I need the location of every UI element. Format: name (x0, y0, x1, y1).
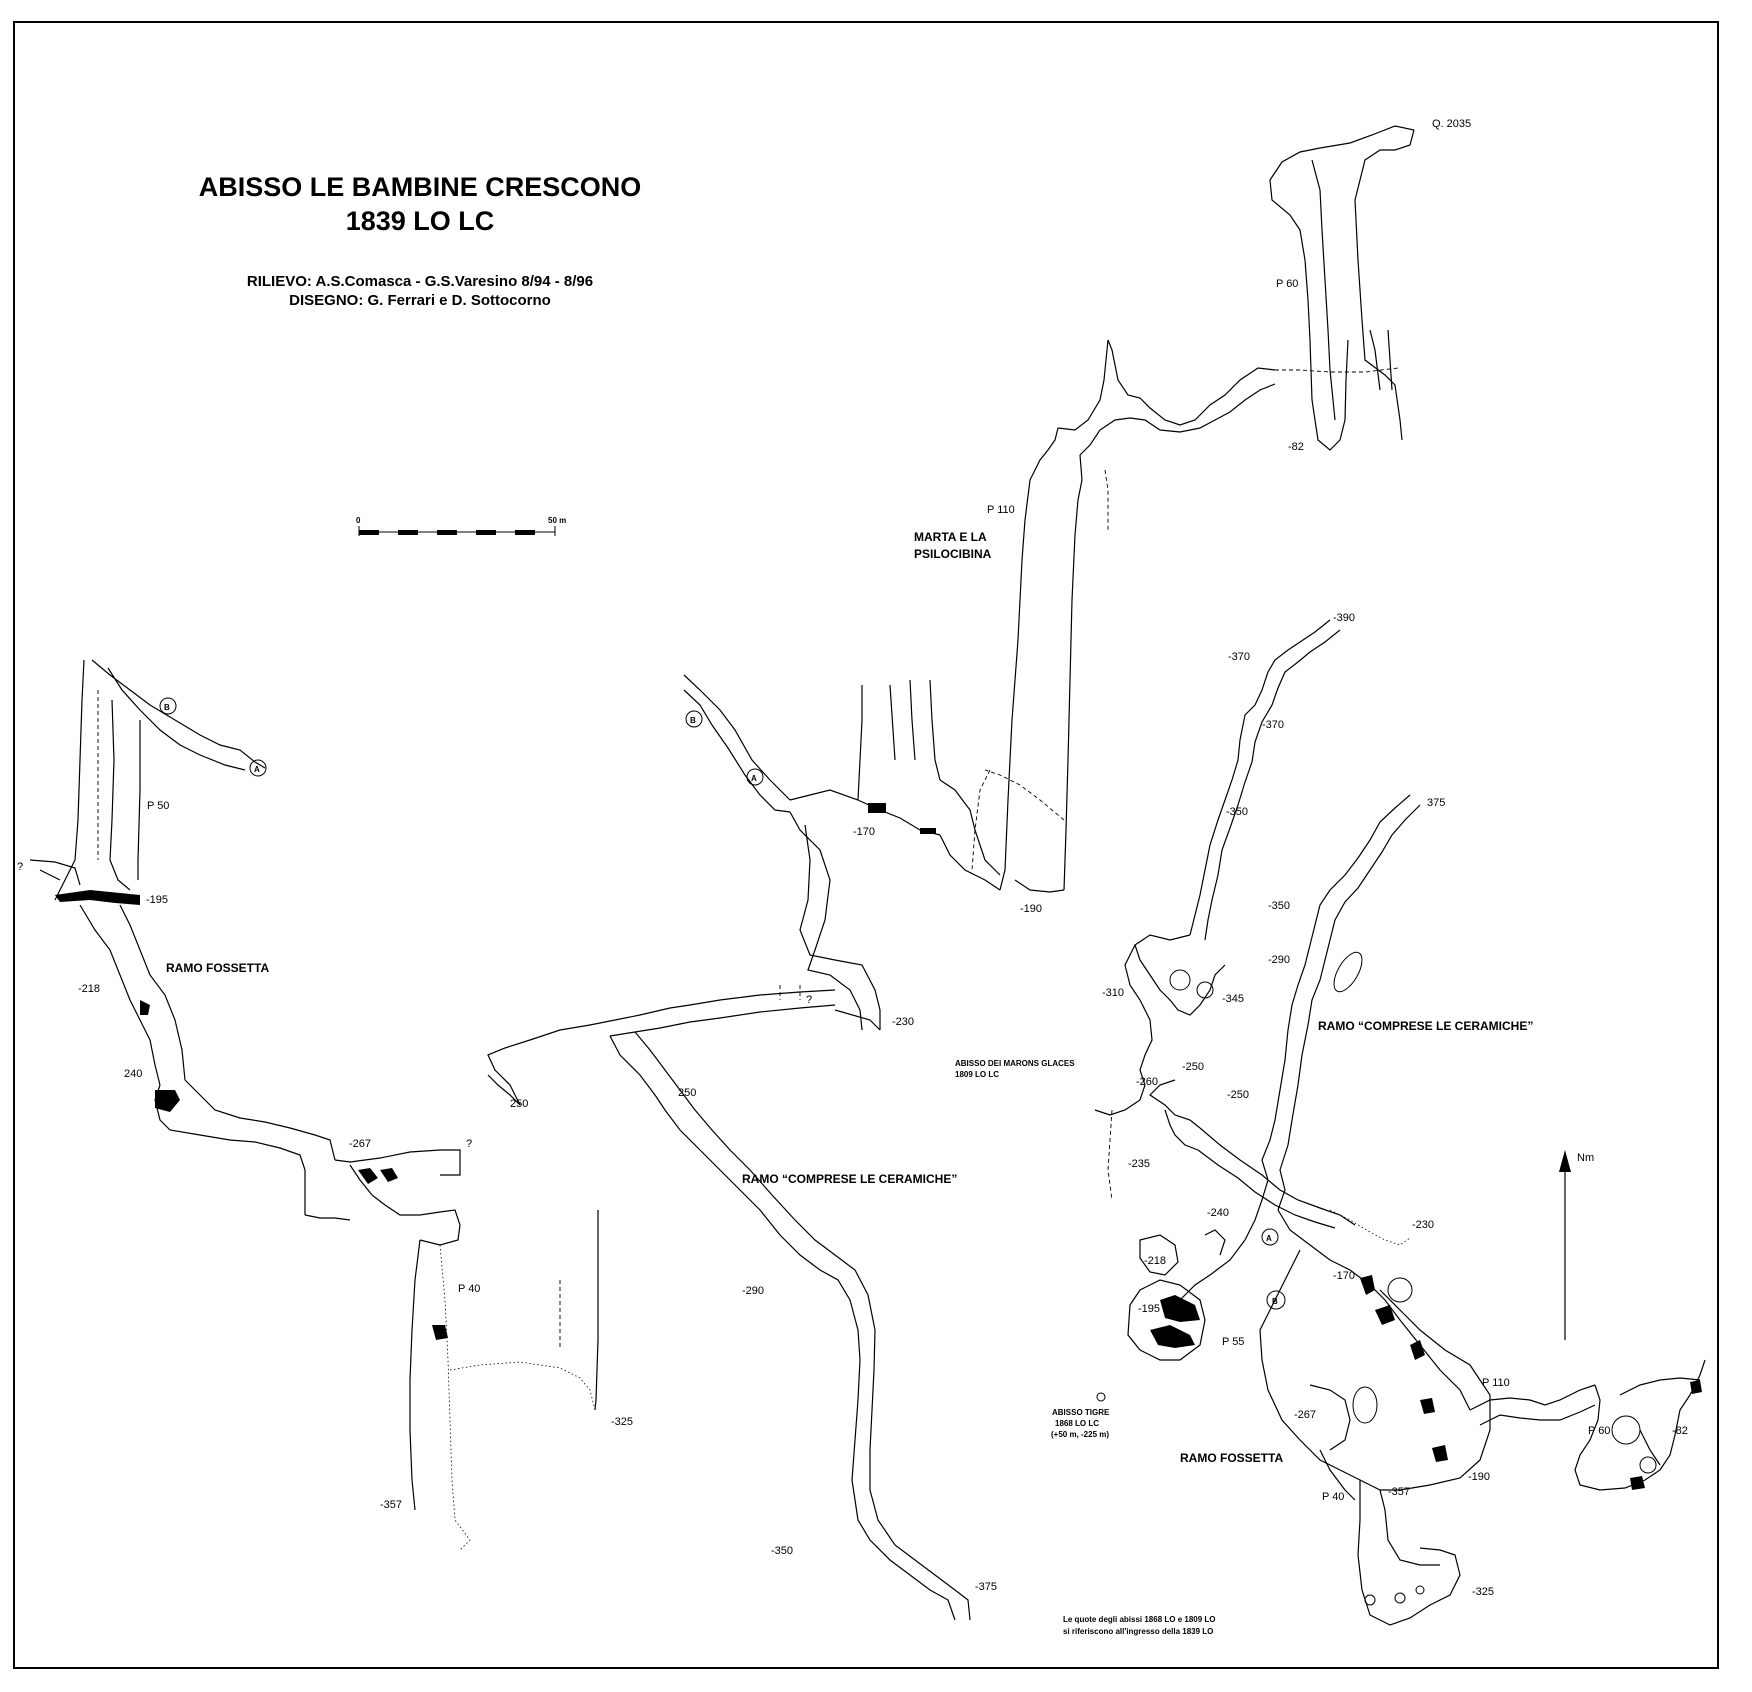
plan-depth-m370b: -370 (1262, 719, 1284, 731)
footnote-line2: si riferiscono all'ingresso della 1839 L… (1063, 1627, 1213, 1636)
plan-depth-m370a: -370 (1228, 651, 1250, 663)
scale-end-label: 50 m (548, 516, 566, 525)
plan-tigre-line1: ABISSO TIGRE (1052, 1408, 1110, 1417)
section-ramo-ceramiche: RAMO “COMPRESE LE CERAMICHE” (742, 1172, 957, 1186)
section-depth-250-left: 250 (510, 1098, 528, 1110)
plan-depth-m357: -357 (1388, 1486, 1410, 1498)
plan-depth-375: 375 (1427, 797, 1445, 809)
section-point-a-right: A (751, 774, 757, 783)
plan-depth-m345: -345 (1222, 993, 1244, 1005)
section-depth-m290: -290 (742, 1285, 764, 1297)
section-depth-m267: -267 (349, 1138, 371, 1150)
cave-name: ABISSO LE BAMBINE CRESCONO (198, 172, 642, 202)
plan-depth-m218: -218 (1144, 1255, 1166, 1267)
plan-marons-line1: ABISSO DEI MARONS GLACES (955, 1059, 1075, 1068)
plan-depth-m350a: -350 (1226, 806, 1248, 818)
plan-ramo-fossetta: RAMO FOSSETTA (1180, 1451, 1283, 1465)
section-depth-250-right: 250 (678, 1087, 696, 1099)
section-label-p110: P 110 (987, 504, 1015, 516)
title-block: ABISSO LE BAMBINE CRESCONO 1839 LO LC (175, 170, 665, 238)
plan-depth-m350b: -350 (1268, 900, 1290, 912)
section-entrance-quota: Q. 2035 (1432, 118, 1471, 130)
plan-label-p40: P 40 (1322, 1491, 1344, 1503)
plan-depth-m195: -195 (1138, 1303, 1160, 1315)
section-ramo-fossetta: RAMO FOSSETTA (166, 961, 269, 975)
section-depth-m350: -350 (771, 1545, 793, 1557)
plan-depth-m240: -240 (1207, 1207, 1229, 1219)
plan-depth-m190: -190 (1468, 1471, 1490, 1483)
plan-label-p110: P 110 (1482, 1377, 1510, 1389)
plan-depth-m390: -390 (1333, 612, 1355, 624)
section-depth-m170: -170 (853, 826, 875, 838)
drawing-credit: DISEGNO: G. Ferrari e D. Sottocorno (289, 292, 551, 309)
section-depth-240: 240 (124, 1068, 142, 1080)
plan-tigre-line2: 1868 LO LC (1055, 1419, 1099, 1428)
cave-section: Q. 2035 P 60 -82 P 110 MARTA E LA PSILOC… (17, 118, 1471, 1621)
section-label-p50: P 50 (147, 800, 169, 812)
scale-bar: 0 50 m (356, 516, 566, 536)
survey-credit: RILIEVO: A.S.Comasca - G.S.Varesino 8/94… (246, 273, 594, 290)
map-frame (13, 21, 1719, 1669)
plan-depth-m235: -235 (1128, 1158, 1150, 1170)
section-marta-line2: PSILOCIBINA (914, 547, 992, 561)
north-arrow-icon (1559, 1150, 1571, 1172)
plan-depth-m250a: -250 (1182, 1061, 1204, 1073)
plan-point-a: A (1266, 1234, 1272, 1243)
north-arrow: Nm (1559, 1150, 1594, 1340)
section-depth-m82: -82 (1288, 441, 1304, 453)
cave-plan: -390 -370 -370 -350 -310 -345 375 -350 -… (955, 612, 1706, 1626)
plan-tigre-line3: (+50 m, -225 m) (1051, 1430, 1109, 1439)
plan-point-b: B (1272, 1297, 1278, 1306)
plan-depth-m260: -260 (1136, 1076, 1158, 1088)
section-depth-m357: -357 (380, 1499, 402, 1511)
plan-depth-m310: -310 (1102, 987, 1124, 999)
section-depth-m230: -230 (892, 1016, 914, 1028)
plan-depth-m290: -290 (1268, 954, 1290, 966)
footnote-line1: Le quote degli abissi 1868 LO e 1809 LO (1063, 1615, 1216, 1624)
section-depth-m325: -325 (611, 1416, 633, 1428)
plan-label-p60: P 60 (1588, 1425, 1610, 1437)
section-point-b-right: B (690, 716, 696, 725)
north-label: Nm (1577, 1152, 1594, 1164)
section-unknown-3: ? (466, 1138, 472, 1150)
plan-depth-m230: -230 (1412, 1219, 1434, 1231)
cave-cadastral-number: 1839 LO LC (345, 206, 495, 236)
section-depth-m375: -375 (975, 1581, 997, 1593)
plan-depth-m325: -325 (1472, 1586, 1494, 1598)
plan-label-p55: P 55 (1222, 1336, 1244, 1348)
section-depth-m190: -190 (1020, 903, 1042, 915)
plan-marons-line2: 1809 LO LC (955, 1070, 999, 1079)
section-depth-m195: -195 (146, 894, 168, 906)
plan-depth-m250b: -250 (1227, 1089, 1249, 1101)
credits: RILIEVO: A.S.Comasca - G.S.Varesino 8/94… (175, 272, 665, 310)
plan-ramo-ceramiche: RAMO “COMPRESE LE CERAMICHE” (1318, 1019, 1533, 1033)
section-point-a-left: A (254, 765, 260, 774)
plan-depth-m267: -267 (1294, 1409, 1316, 1421)
section-label-p40: P 40 (458, 1283, 480, 1295)
plan-depth-m82: -82 (1672, 1425, 1688, 1437)
scale-start-label: 0 (356, 516, 361, 525)
tigre-entrance-icon (1096, 1392, 1106, 1402)
section-unknown-2: ? (17, 861, 23, 873)
section-depth-m218: -218 (78, 983, 100, 995)
plan-depth-m170: -170 (1333, 1270, 1355, 1282)
section-marta-line1: MARTA E LA (914, 530, 987, 544)
section-point-b-left: B (164, 703, 170, 712)
section-label-p60: P 60 (1276, 278, 1298, 290)
section-unknown-1: ? (806, 994, 812, 1006)
